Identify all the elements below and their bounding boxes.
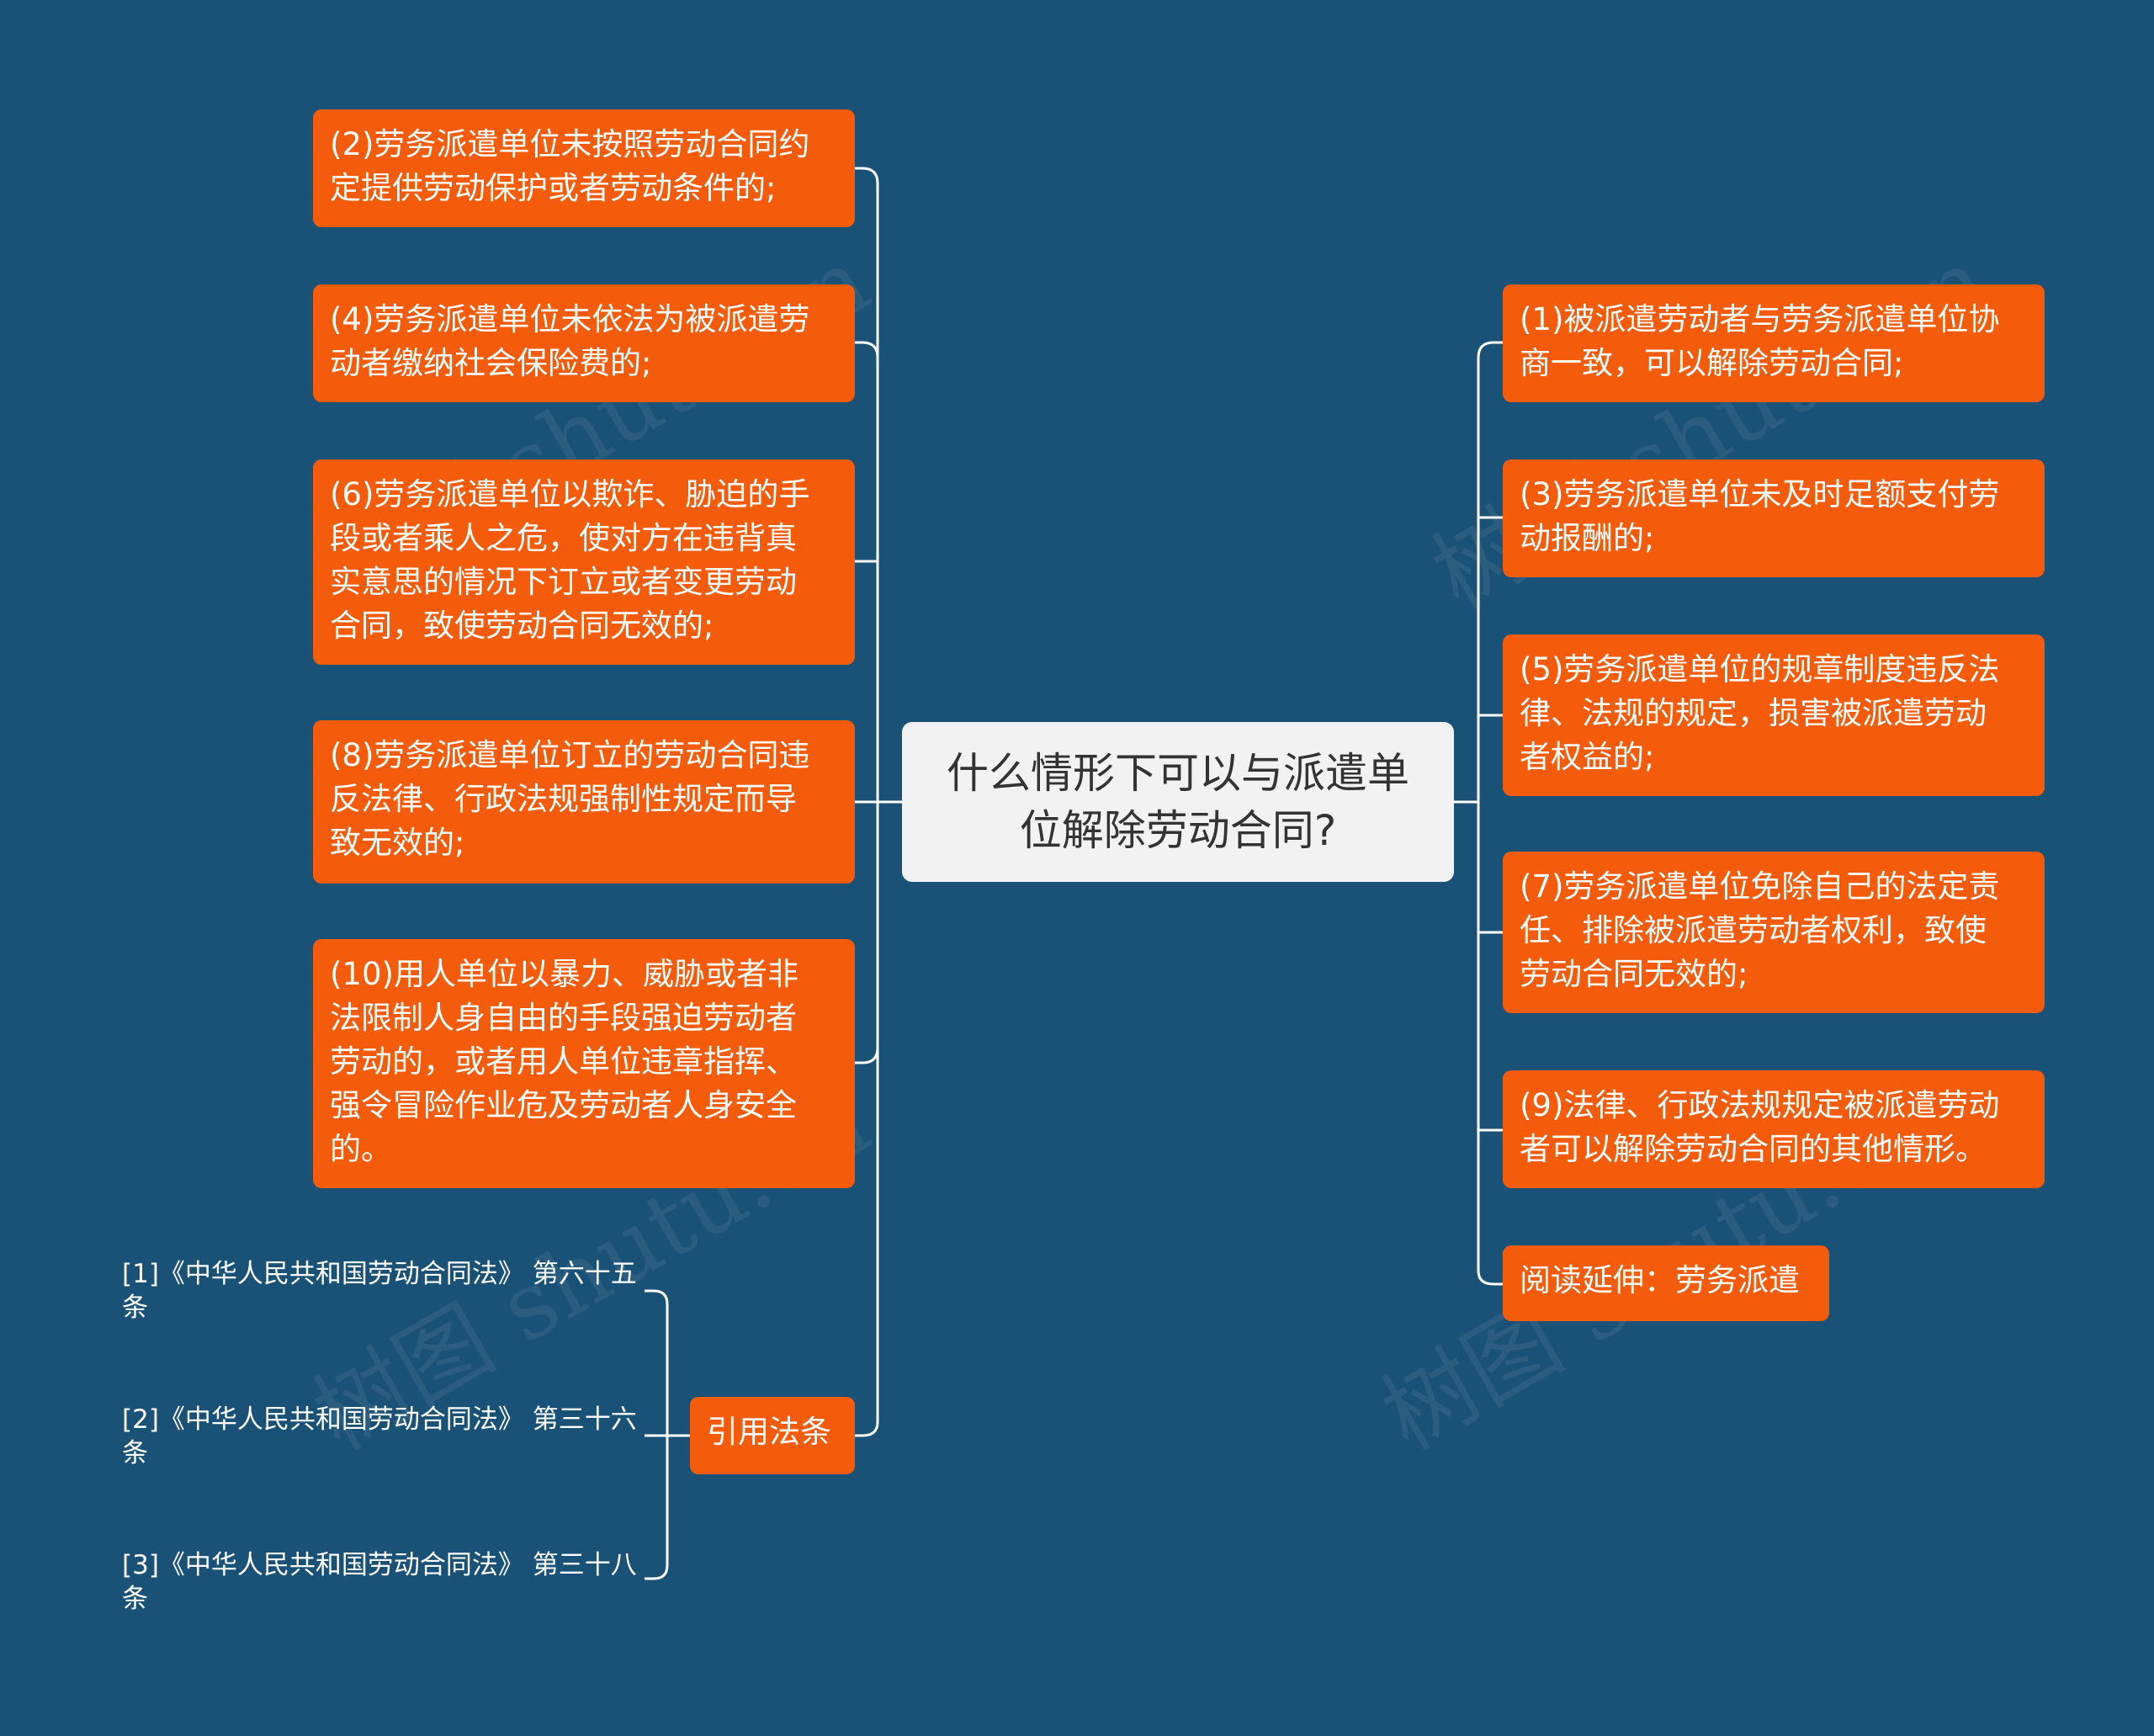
right-node-read-more[interactable]: 阅读延伸：劳务派遣 — [1503, 1245, 1829, 1321]
citation-item-2[interactable]: [2]《中华人民共和国劳动合同法》 第三十六 条 — [122, 1404, 637, 1468]
citation-item-3[interactable]: [3]《中华人民共和国劳动合同法》 第三十八 条 — [122, 1550, 637, 1614]
connector-citation-3 — [645, 1564, 669, 1580]
connector-citation-1 — [645, 1289, 669, 1305]
connector-right-1 — [1477, 341, 1503, 358]
citation-hub-node[interactable]: 引用法条 — [690, 1397, 855, 1474]
right-node-3[interactable]: (3)劳务派遣单位未及时足额支付劳 动报酬的; — [1503, 459, 2045, 577]
citation-item-1[interactable]: [1]《中华人民共和国劳动合同法》 第六十五 条 — [122, 1259, 637, 1323]
left-node-6[interactable]: (6)劳务派遣单位以欺诈、胁迫的手 段或者乘人之危，使对方在违背真 实意思的情况… — [313, 459, 855, 665]
connector-left-6 — [855, 1421, 879, 1437]
connector-right-6 — [1477, 1270, 1503, 1286]
left-node-4[interactable]: (4)劳务派遣单位未依法为被派遣劳 动者缴纳社会保险费的; — [313, 284, 855, 402]
right-node-5[interactable]: (5)劳务派遣单位的规章制度违反法 律、法规的规定，损害被派遣劳动 者权益的; — [1503, 634, 2045, 796]
left-node-10[interactable]: (10)用人单位以暴力、威胁或者非 法限制人身自由的手段强迫劳动者 劳动的，或者… — [313, 939, 855, 1188]
connector-left-1 — [855, 167, 879, 184]
right-node-1[interactable]: (1)被派遣劳动者与劳务派遣单位协 商一致，可以解除劳动合同; — [1503, 284, 2045, 402]
left-node-8[interactable]: (8)劳务派遣单位订立的劳动合同违 反法律、行政法规强制性规定而导 致无效的; — [313, 720, 855, 884]
connector-left-5 — [855, 1047, 879, 1064]
left-node-2[interactable]: (2)劳务派遣单位未按照劳动合同约 定提供劳动保护或者劳动条件的; — [313, 109, 855, 227]
root-node[interactable]: 什么情形下可以与派遣单 位解除劳动合同? — [902, 722, 1454, 882]
right-node-7[interactable]: (7)劳务派遣单位免除自己的法定责 任、排除被派遣劳动者权利，致使 劳动合同无效… — [1503, 852, 2045, 1013]
right-node-9[interactable]: (9)法律、行政法规规定被派遣劳动 者可以解除劳动合同的其他情形。 — [1503, 1070, 2045, 1188]
connector-left-2 — [855, 341, 879, 358]
